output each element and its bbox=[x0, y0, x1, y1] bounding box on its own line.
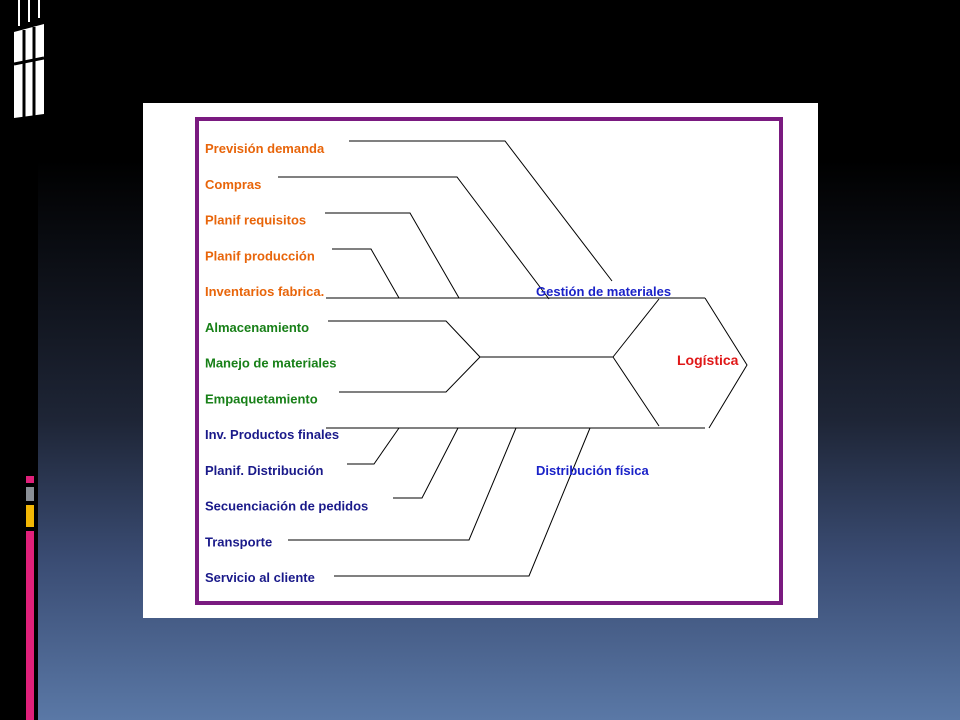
head-label: Logística bbox=[677, 352, 739, 368]
accent-mark-gold bbox=[26, 505, 34, 527]
branch-secuenciacion bbox=[393, 427, 459, 499]
accent-mark-gray bbox=[26, 487, 34, 501]
distribution-item-label: Servicio al cliente bbox=[205, 570, 315, 585]
distribution-item-label: Secuenciación de pedidos bbox=[205, 499, 368, 514]
diagram-frame bbox=[195, 117, 783, 605]
materials-item-label: Planif producción bbox=[205, 248, 315, 263]
branch-empaquetamiento bbox=[339, 356, 481, 393]
materials-item-label: Compras bbox=[205, 177, 261, 192]
branch-almacenamiento bbox=[328, 320, 481, 358]
branch-planif-dist bbox=[347, 427, 400, 465]
accent-mark-magenta-2 bbox=[26, 531, 34, 720]
branch-prevision bbox=[349, 140, 613, 282]
middle-item-label: Almacenamiento bbox=[205, 320, 309, 335]
window-pane-icon bbox=[13, 0, 45, 118]
branch-planif-prod bbox=[332, 248, 400, 299]
branch-planif-req bbox=[325, 212, 460, 299]
distribution-item-label: Transporte bbox=[205, 534, 272, 549]
branch-transporte bbox=[288, 427, 517, 541]
materials-item-label: Previsión demanda bbox=[205, 141, 325, 156]
connector-lines bbox=[278, 140, 748, 577]
materials-item-label: Planif requisitos bbox=[205, 213, 306, 228]
distribution-item-label: Inv. Productos finales bbox=[205, 427, 339, 442]
materials-branch-label: Gestión de materiales bbox=[536, 284, 671, 299]
branch-servicio bbox=[334, 427, 591, 577]
distribution-branch-label: Distribución física bbox=[536, 463, 649, 478]
distribution-item-label: Planif. Distribución bbox=[205, 463, 324, 478]
accent-mark-magenta-1 bbox=[26, 476, 34, 483]
middle-item-label: Empaquetamiento bbox=[205, 391, 318, 406]
materials-item-label: Inventarios fabrica. bbox=[205, 284, 324, 299]
head-chevron bbox=[704, 297, 748, 429]
branch-compras bbox=[278, 176, 550, 300]
middle-item-label: Manejo de materiales bbox=[205, 356, 337, 371]
center-chevron bbox=[612, 298, 660, 427]
